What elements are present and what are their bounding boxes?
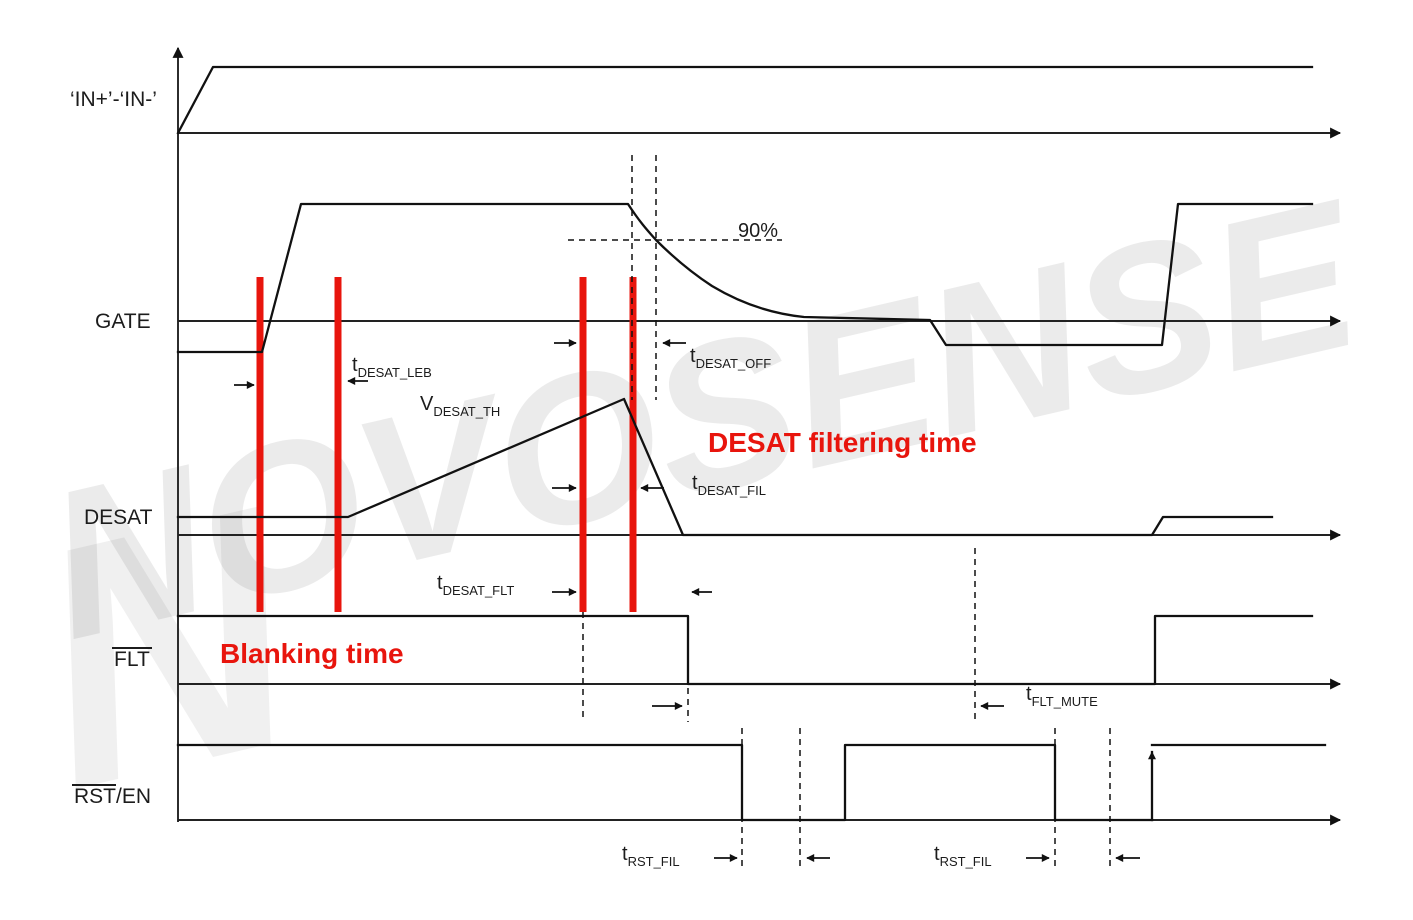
t-rst-fil-2-sub: RST_FIL xyxy=(940,854,992,869)
v-desat-th-label: VDESAT_TH xyxy=(420,393,500,419)
in-waveform xyxy=(176,65,1314,135)
t-desat-off-label: tDESAT_OFF xyxy=(690,345,771,371)
in-signal-label: ‘IN+’-‘IN-’ xyxy=(70,88,157,111)
rst-label-main: RST xyxy=(74,785,116,808)
watermark-text: NOVOSENSE xyxy=(27,154,1382,684)
t-rst-fil-1-label: tRST_FIL xyxy=(622,843,680,869)
rst-label-suffix: /EN xyxy=(116,785,151,808)
gate-signal-label: GATE xyxy=(95,310,151,333)
flt-signal-label: FLT xyxy=(114,648,150,671)
t-desat-flt-sub: DESAT_FLT xyxy=(443,583,515,598)
t-rst-fil-2-main: t xyxy=(934,843,940,865)
t-rst-fil-1-sub: RST_FIL xyxy=(628,854,680,869)
desat-signal-label: DESAT xyxy=(84,506,153,529)
desat-filtered-marker xyxy=(629,277,637,612)
t-desat-fil-sub: DESAT_FIL xyxy=(698,483,766,498)
gate-90pct-label: 90% xyxy=(738,220,778,242)
gate-waveform xyxy=(176,202,1314,354)
t-flt-mute-sub: FLT_MUTE xyxy=(1032,694,1099,709)
t-desat-leb-label: tDESAT_LEB xyxy=(352,354,432,380)
t-desat-fil-label: tDESAT_FIL xyxy=(692,472,766,498)
t-flt-mute-main: t xyxy=(1026,683,1032,705)
t-desat-fil-main: t xyxy=(692,472,698,494)
t-desat-leb-sub: DESAT_LEB xyxy=(358,365,432,380)
desat-waveform xyxy=(176,397,1274,537)
rst-waveform xyxy=(176,743,1154,822)
rst-signal-label: RST/EN xyxy=(74,785,151,808)
t-desat-leb-main: t xyxy=(352,354,358,376)
blanking-start-marker xyxy=(256,277,264,612)
t-rst-fil-2-label: tRST_FIL xyxy=(934,843,992,869)
blanking-end-marker xyxy=(334,277,342,612)
v-desat-th-main: V xyxy=(420,393,434,415)
desat-trip-marker xyxy=(579,277,587,612)
v-desat-th-sub: DESAT_TH xyxy=(433,404,500,419)
t-desat-flt-label: tDESAT_FLT xyxy=(437,572,514,598)
t-desat-flt-main: t xyxy=(437,572,443,594)
t-desat-off-main: t xyxy=(690,345,696,367)
blanking-time-label: Blanking time xyxy=(220,638,404,669)
flt-waveform xyxy=(176,614,1314,686)
desat-filtering-time-label: DESAT filtering time xyxy=(708,427,977,458)
t-rst-fil-1-main: t xyxy=(622,843,628,865)
t-desat-off-sub: DESAT_OFF xyxy=(696,356,772,371)
t-flt-mute-label: tFLT_MUTE xyxy=(1026,683,1098,709)
